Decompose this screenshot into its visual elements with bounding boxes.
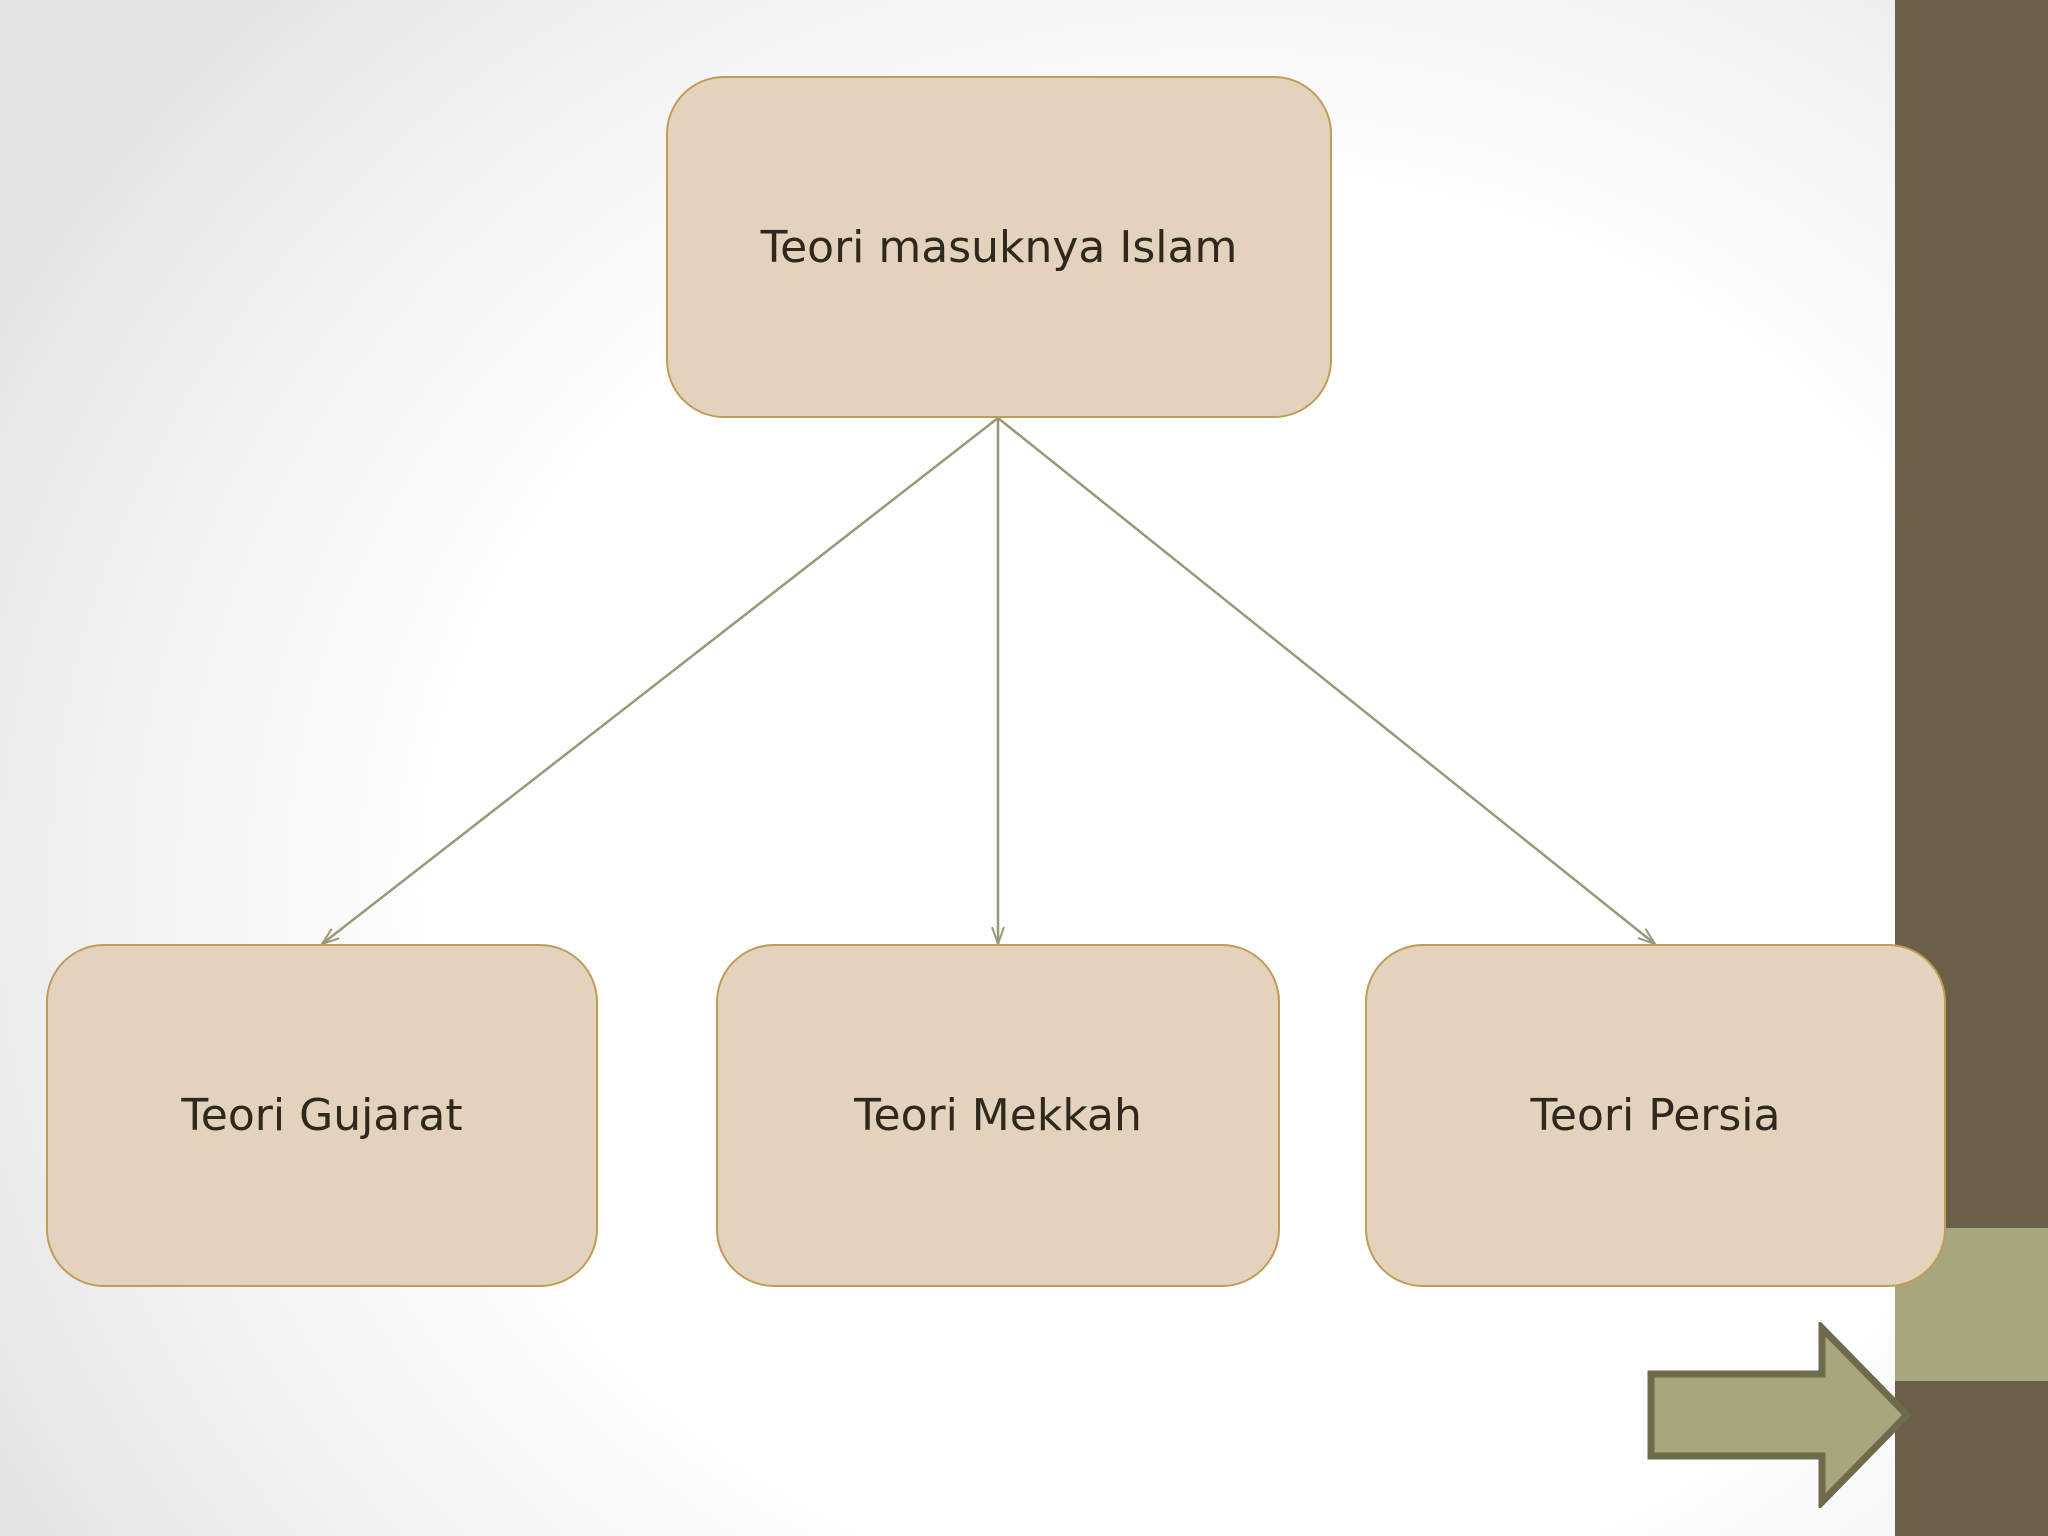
node-teori-persia: Teori Persia bbox=[1365, 944, 1946, 1287]
node-label: Teori Mekkah bbox=[854, 1090, 1142, 1141]
node-label: Teori masuknya Islam bbox=[760, 221, 1238, 273]
right-arrow-icon[interactable] bbox=[1645, 1322, 1915, 1508]
node-teori-gujarat: Teori Gujarat bbox=[46, 944, 598, 1287]
connector-root-persia bbox=[997, 417, 1655, 944]
node-label: Teori Gujarat bbox=[181, 1090, 463, 1141]
node-teori-masuknya-islam: Teori masuknya Islam bbox=[666, 76, 1332, 418]
node-label: Teori Persia bbox=[1530, 1090, 1781, 1141]
connector-root-gujarat bbox=[322, 417, 999, 944]
node-teori-mekkah: Teori Mekkah bbox=[716, 944, 1280, 1287]
